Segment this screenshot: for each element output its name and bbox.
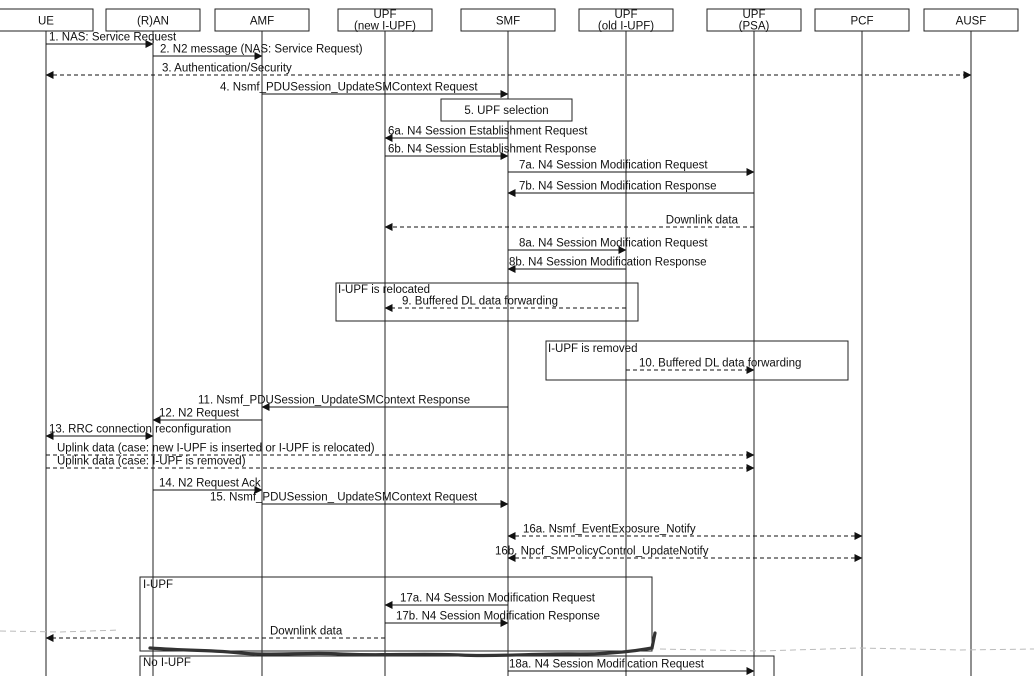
message-label: 6a. N4 Session Establishment Request xyxy=(388,126,588,138)
torn-edge xyxy=(0,629,1034,658)
participant-label: (old I-UPF) xyxy=(598,21,654,33)
message-s2: 2. N2 message (NAS: Service Request) xyxy=(153,44,363,60)
message-s8b: 8b. N4 Session Modification Response xyxy=(507,257,707,273)
message-label: 17b. N4 Session Modification Response xyxy=(396,611,600,623)
participant-old-iupf: UPF(old I-UPF) xyxy=(578,8,674,33)
participant-new-iupf: UPF(new I-UPF) xyxy=(337,8,433,33)
participant-box xyxy=(337,8,433,32)
participant-label: UE xyxy=(38,16,54,28)
message-label: 13. RRC connection reconfiguration xyxy=(49,424,231,436)
message-label: Uplink data (case: new I-UPF is inserted… xyxy=(57,443,375,455)
message-label: 18a. N4 Session Modification Request xyxy=(509,659,705,671)
message-s1: 1. NAS: Service Request xyxy=(46,32,177,48)
frame-label: No I-UPF xyxy=(143,657,191,669)
frame-iupf-removed: I-UPF is removed xyxy=(545,340,849,381)
frame-iupf: I-UPF xyxy=(139,576,653,652)
message-s16a: 16a. Nsmf_EventExposure_Notify xyxy=(507,524,863,540)
participant-label: SMF xyxy=(496,16,520,28)
frame-label: I-UPF xyxy=(143,579,173,591)
participant-ran: (R)AN xyxy=(105,8,201,32)
participant-ausf: AUSF xyxy=(923,8,1019,32)
tear-line xyxy=(148,631,657,658)
message-label: 15. Nsmf_PDUSession_ UpdateSMContext Req… xyxy=(210,492,478,504)
message-label: 6b. N4 Session Establishment Response xyxy=(388,144,596,156)
participant-label: AMF xyxy=(250,16,274,28)
message-s7b: 7b. N4 Session Modification Response xyxy=(507,181,754,197)
process-box-border xyxy=(440,98,573,122)
message-s16b: 16b. Npcf_SMPolicyControl_UpdateNotify xyxy=(495,546,863,562)
message-sul2: Uplink data (case: I-UPF is removed) xyxy=(46,456,755,472)
participant-ue: UE xyxy=(0,8,94,32)
message-label: 11. Nsmf_PDUSession_UpdateSMContext Resp… xyxy=(198,395,470,407)
message-label: 7a. N4 Session Modification Request xyxy=(519,160,708,172)
participant-psa: UPF(PSA) xyxy=(706,8,802,33)
participant-box xyxy=(706,8,802,32)
participant-label: (PSA) xyxy=(739,21,770,33)
message-sdl1: Downlink data xyxy=(384,215,754,231)
participant-box xyxy=(0,8,94,32)
message-label: 8a. N4 Session Modification Request xyxy=(519,238,708,250)
message-sul1: Uplink data (case: new I-UPF is inserted… xyxy=(46,443,755,459)
process-box-label: 5. UPF selection xyxy=(464,105,548,117)
participant-label: UPF xyxy=(374,9,397,21)
message-s7a: 7a. N4 Session Modification Request xyxy=(508,160,755,176)
message-s18a: 18a. N4 Session Modification Request xyxy=(508,659,755,675)
participant-label: PCF xyxy=(851,16,874,28)
message-s17b: 17b. N4 Session Modification Response xyxy=(385,611,600,627)
message-label: 14. N2 Request Ack xyxy=(159,478,261,490)
message-sdl2: Downlink data xyxy=(45,626,385,642)
message-s15: 15. Nsmf_PDUSession_ UpdateSMContext Req… xyxy=(210,492,509,508)
message-label: 1. NAS: Service Request xyxy=(49,32,177,44)
message-s17a: 17a. N4 Session Modification Request xyxy=(384,593,596,609)
frame-label: I-UPF is removed xyxy=(548,343,637,355)
message-s12: 12. N2 Request xyxy=(152,408,262,424)
message-s6b: 6b. N4 Session Establishment Response xyxy=(385,144,596,160)
participant-label: (new I-UPF) xyxy=(354,21,416,33)
message-label: 10. Buffered DL data forwarding xyxy=(639,358,801,370)
participant-box xyxy=(105,8,201,32)
message-label: 4. Nsmf_PDUSession_UpdateSMContext Reque… xyxy=(220,82,478,94)
frame-border xyxy=(545,340,849,381)
message-s13: 13. RRC connection reconfiguration xyxy=(45,424,231,440)
message-label: 16b. Npcf_SMPolicyControl_UpdateNotify xyxy=(495,546,709,558)
participant-label: AUSF xyxy=(956,16,987,28)
participant-box xyxy=(814,8,910,32)
message-s10: 10. Buffered DL data forwarding xyxy=(626,358,801,374)
participant-label: (R)AN xyxy=(137,16,169,28)
process-box-upf-selection: 5. UPF selection xyxy=(440,98,573,122)
participant-box xyxy=(460,8,556,32)
message-s8a: 8a. N4 Session Modification Request xyxy=(508,238,708,254)
message-label: 3. Authentication/Security xyxy=(162,63,292,75)
participant-box xyxy=(923,8,1019,32)
message-label: Downlink data xyxy=(666,215,739,227)
participant-amf: AMF xyxy=(214,8,310,32)
message-s4: 4. Nsmf_PDUSession_UpdateSMContext Reque… xyxy=(220,82,509,98)
participant-box xyxy=(214,8,310,32)
participant-pcf: PCF xyxy=(814,8,910,32)
frame-border xyxy=(139,576,653,652)
participant-smf: SMF xyxy=(460,8,556,32)
message-label: Uplink data (case: I-UPF is removed) xyxy=(57,456,246,468)
message-label: 8b. N4 Session Modification Response xyxy=(509,257,707,269)
message-s3: 3. Authentication/Security xyxy=(45,63,972,79)
message-s6a: 6a. N4 Session Establishment Request xyxy=(384,126,588,142)
message-label: 2. N2 message (NAS: Service Request) xyxy=(160,44,363,56)
message-label: 12. N2 Request xyxy=(159,408,240,420)
participant-label: UPF xyxy=(743,9,766,21)
participant-label: UPF xyxy=(615,9,638,21)
message-s9: 9. Buffered DL data forwarding xyxy=(384,296,626,312)
tear-shadow xyxy=(0,629,1034,652)
frame-label: I-UPF is relocated xyxy=(338,284,430,296)
frame-iupf-relocated: I-UPF is relocated xyxy=(335,282,639,322)
message-s14: 14. N2 Request Ack xyxy=(153,478,263,494)
message-label: 7b. N4 Session Modification Response xyxy=(519,181,717,193)
message-label: Downlink data xyxy=(270,626,343,638)
participant-box xyxy=(578,8,674,32)
frame-border xyxy=(335,282,639,322)
message-label: 16a. Nsmf_EventExposure_Notify xyxy=(523,524,696,536)
message-label: 17a. N4 Session Modification Request xyxy=(400,593,596,605)
message-s11: 11. Nsmf_PDUSession_UpdateSMContext Resp… xyxy=(198,395,508,411)
message-label: 9. Buffered DL data forwarding xyxy=(402,296,558,308)
